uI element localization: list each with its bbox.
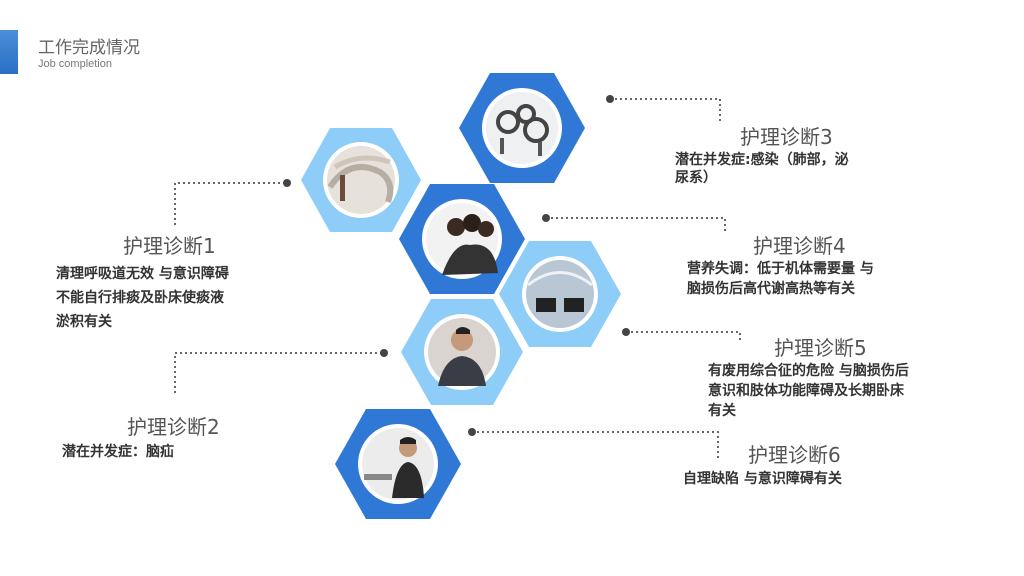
connector-4 bbox=[546, 217, 726, 232]
connector-2 bbox=[174, 352, 384, 393]
hex-maze-photo bbox=[300, 127, 422, 233]
hex-thinking-man-photo bbox=[400, 298, 524, 406]
connector-3 bbox=[610, 98, 721, 122]
connector-dot-3 bbox=[606, 95, 614, 103]
connector-dot-5 bbox=[622, 328, 630, 336]
connector-dot-1 bbox=[283, 179, 291, 187]
diagnosis-6-line-1: 自理缺陷 与意识障碍有关 bbox=[683, 471, 842, 487]
diagnosis-3-line-2: 尿系） bbox=[675, 170, 717, 186]
connector-1 bbox=[174, 182, 287, 225]
page-subtitle: Job completion bbox=[38, 58, 112, 70]
connector-dot-2 bbox=[380, 349, 388, 357]
diagnosis-1-line-2: 不能自行排痰及卧床使痰液 bbox=[56, 290, 224, 306]
diagnosis-4-line-1: 营养失调：低于机体需要量 与 bbox=[687, 261, 874, 277]
diagnosis-5-line-2: 意识和肢体功能障碍及长期卧床 bbox=[708, 383, 904, 399]
diagnosis-6-text: 自理缺陷 与意识障碍有关 bbox=[683, 467, 842, 491]
hex-team-photo bbox=[398, 183, 526, 295]
diagnosis-5-text: 有废用综合征的危险 与脑损伤后 意识和肢体功能障碍及长期卧床 有关 bbox=[708, 359, 909, 423]
diagnosis-4-line-2: 脑损伤后高代谢高热等有关 bbox=[687, 281, 855, 297]
connector-6 bbox=[472, 431, 719, 458]
diagnosis-5-title: 护理诊断5 bbox=[774, 336, 867, 360]
diagnosis-4-text: 营养失调：低于机体需要量 与 脑损伤后高代谢高热等有关 bbox=[687, 257, 874, 301]
hex-laptops-photo bbox=[498, 240, 622, 348]
diagnosis-2-title: 护理诊断2 bbox=[127, 415, 220, 439]
page-title: 工作完成情况 bbox=[38, 38, 140, 58]
diagnosis-2-text: 潜在并发症：脑疝 bbox=[62, 440, 174, 464]
hex-gears-photo bbox=[458, 72, 586, 184]
diagnosis-2-line-1: 潜在并发症：脑疝 bbox=[62, 444, 174, 460]
diagnosis-1-title: 护理诊断1 bbox=[123, 234, 216, 258]
diagnosis-3-line-1: 潜在并发症:感染（肺部，泌 bbox=[675, 152, 849, 168]
connector-dot-6 bbox=[468, 428, 476, 436]
diagnosis-1-line-1: 清理呼吸道无效 与意识障碍 bbox=[56, 266, 229, 282]
diagnosis-6-title: 护理诊断6 bbox=[748, 443, 841, 467]
connector-dot-4 bbox=[542, 214, 550, 222]
diagnosis-1-line-3: 淤积有关 bbox=[56, 314, 112, 330]
connector-5 bbox=[626, 331, 741, 342]
hex-businessman-photo bbox=[334, 408, 462, 520]
header-accent-bar bbox=[0, 30, 18, 74]
diagnosis-3-text: 潜在并发症:感染（肺部，泌 尿系） bbox=[675, 148, 849, 190]
diagnosis-1-text: 清理呼吸道无效 与意识障碍 不能自行排痰及卧床使痰液 淤积有关 bbox=[56, 262, 229, 334]
diagnosis-3-title: 护理诊断3 bbox=[740, 125, 833, 149]
diagnosis-4-title: 护理诊断4 bbox=[753, 234, 846, 258]
diagnosis-5-line-1: 有废用综合征的危险 与脑损伤后 bbox=[708, 363, 909, 379]
diagnosis-5-line-3: 有关 bbox=[708, 403, 736, 419]
